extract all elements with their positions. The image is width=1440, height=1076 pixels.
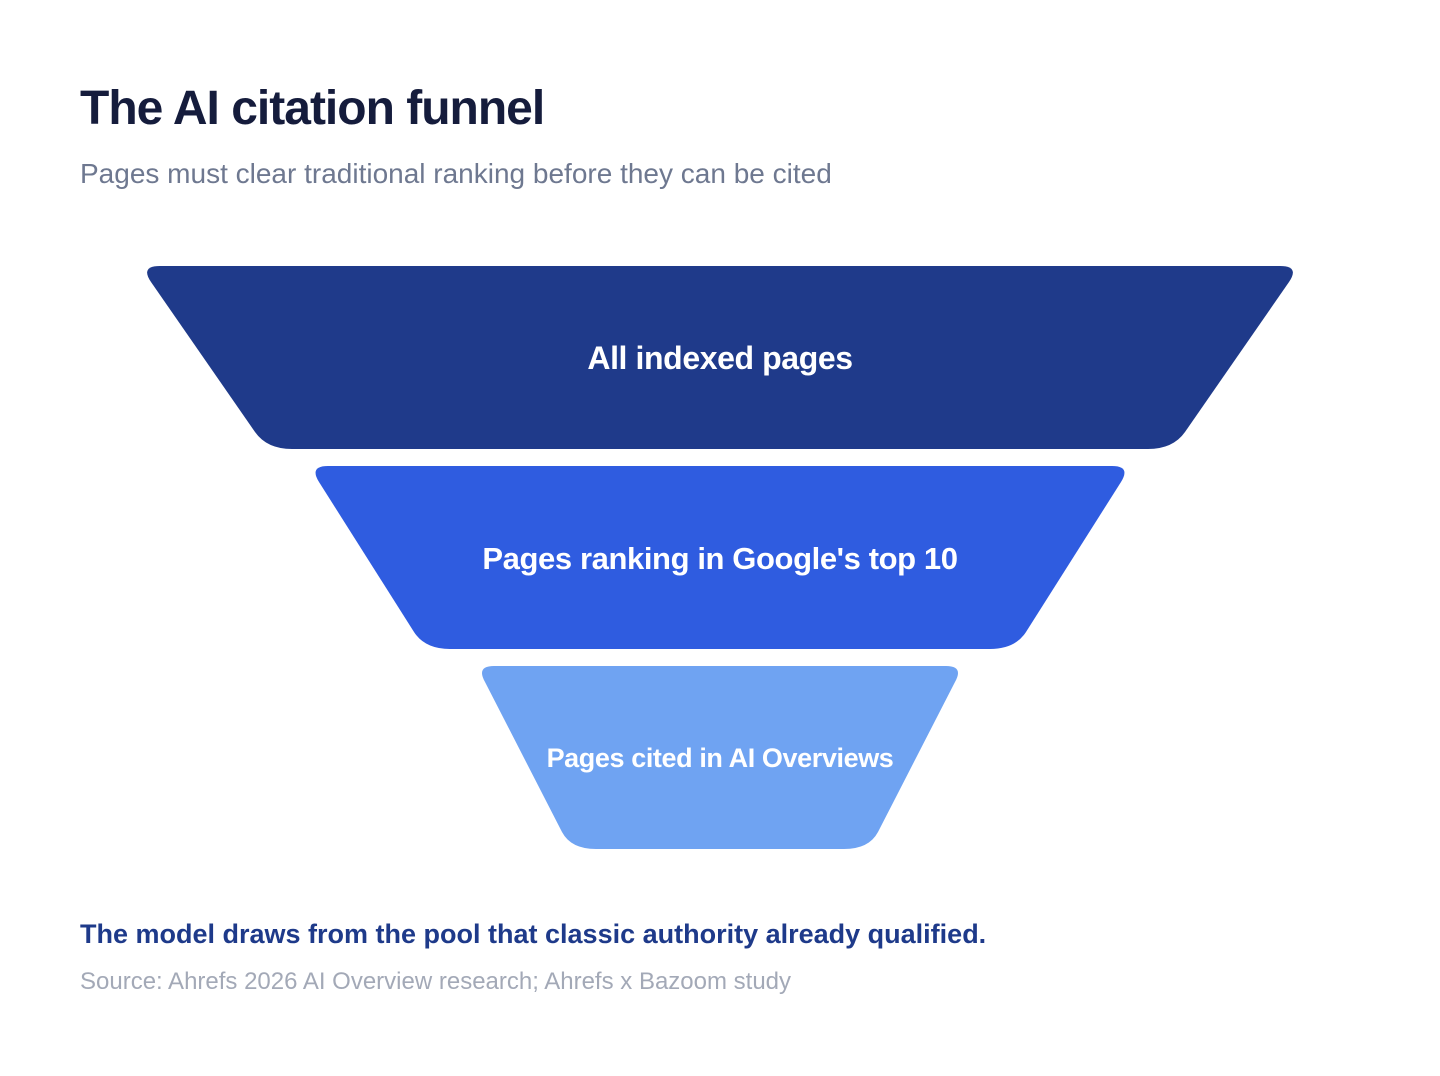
funnel-stage-shape (147, 266, 1293, 449)
funnel-stage-all-indexed: All indexed pages (147, 266, 1293, 449)
takeaway-text: The model draws from the pool that class… (80, 919, 987, 949)
source-note: Source: Ahrefs 2026 AI Overview research… (80, 968, 792, 995)
funnel-stage-ai-overviews: Pages cited in AI Overviews (482, 666, 958, 849)
funnel-stage-top-10: Pages ranking in Google's top 10 (315, 466, 1125, 649)
funnel-stage-label: Pages cited in AI Overviews (547, 743, 894, 773)
page-title: The AI citation funnel (80, 82, 545, 135)
funnel-stage-shape (315, 466, 1125, 649)
funnel-stage-label: Pages ranking in Google's top 10 (482, 541, 957, 576)
funnel-stage-label: All indexed pages (587, 340, 852, 376)
page-subtitle: Pages must clear traditional ranking bef… (80, 158, 832, 189)
funnel-stage-shape (482, 666, 958, 849)
